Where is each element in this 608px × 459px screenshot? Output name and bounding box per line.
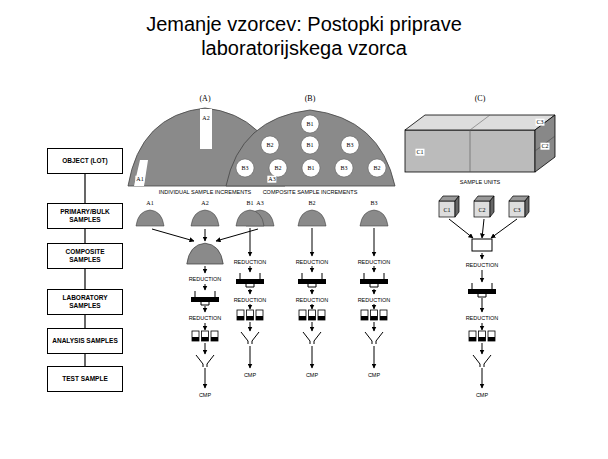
diagram-label: B2: [273, 165, 282, 172]
diagram-label: C2: [477, 207, 486, 214]
diagram-label: REDUCTION: [465, 262, 500, 268]
diagram-label: REDUCTION: [357, 259, 392, 265]
diagram-label: CMP: [305, 372, 319, 378]
diagram-label: C1: [415, 149, 424, 156]
diagram-label: (B): [304, 95, 317, 104]
stage-box: PRIMARY/BULK SAMPLES: [47, 203, 123, 229]
diagram-label: B3: [369, 200, 378, 207]
stage-label: ANALYSIS SAMPLES: [52, 337, 118, 345]
diagram-label: SAMPLE UNITS: [459, 179, 501, 185]
diagram-label: REDUCTION: [295, 259, 330, 265]
diagram-label: REDUCTION: [465, 315, 500, 321]
diagram-label: CMP: [198, 392, 212, 398]
diagram-label: C2: [540, 143, 549, 150]
stage-connector: [84, 315, 85, 328]
diagram-label: B1: [306, 165, 315, 172]
stage-connector: [84, 269, 85, 289]
diagram-label: A3: [255, 200, 264, 207]
diagram-label: REDUCTION: [233, 259, 268, 265]
stage-connector: [84, 229, 85, 243]
diagram-label: C3: [535, 119, 544, 126]
diagram-label: REDUCTION: [188, 315, 223, 321]
diagram-label: REDUCTION: [295, 297, 330, 303]
stage-box: ANALYSIS SAMPLES: [47, 328, 123, 354]
diagram-label: CMP: [367, 372, 381, 378]
stage-box: LABORATORY SAMPLES: [47, 289, 123, 315]
diagram-label: COMPOSITE SAMPLE INCREMENTS: [262, 189, 359, 195]
diagram-label: A3: [267, 176, 276, 183]
diagram-label: A1: [145, 200, 154, 207]
diagram-label: B2: [372, 165, 381, 172]
diagram-label: INDIVIDUAL SAMPLE INCREMENTS: [158, 189, 252, 195]
diagram-label: CMP: [243, 372, 257, 378]
stage-label: LABORATORY SAMPLES: [52, 294, 118, 310]
diagram-label: CMP: [475, 392, 489, 398]
diagram-label: B3: [339, 165, 348, 172]
stage-connector: [84, 174, 85, 203]
diagram-label: (C): [474, 95, 487, 104]
stage-box: COMPOSITE SAMPLES: [47, 243, 123, 269]
stage-box: TEST SAMPLE: [47, 366, 123, 392]
stage-label: OBJECT (LOT): [62, 157, 108, 165]
stage-label: TEST SAMPLE: [62, 375, 108, 383]
diagram-label: A2: [200, 200, 209, 207]
diagram-label: (A): [198, 95, 211, 104]
diagram-label: B1: [305, 121, 314, 128]
diagram-label: B2: [307, 200, 316, 207]
slide-title: Jemanje vzorcev: Postopki priprave labor…: [114, 12, 494, 60]
diagram-label: A2: [201, 115, 210, 122]
diagram-label: REDUCTION: [233, 297, 268, 303]
diagram-label: REDUCTION: [188, 276, 223, 282]
diagram-label: B1: [245, 200, 254, 207]
stage-box: OBJECT (LOT): [47, 148, 123, 174]
stage-label: COMPOSITE SAMPLES: [52, 248, 118, 264]
stage-connector: [84, 354, 85, 366]
diagram-label: C1: [442, 207, 451, 214]
diagram-label: A1: [135, 176, 144, 183]
stage-label: PRIMARY/BULK SAMPLES: [52, 208, 118, 224]
diagram-label: B2: [265, 142, 274, 149]
diagram-label: B3: [345, 142, 354, 149]
diagram-label: C3: [512, 207, 521, 214]
diagram-label: B1: [305, 142, 314, 149]
diagram-label: REDUCTION: [357, 297, 392, 303]
diagram-label: B3: [240, 165, 249, 172]
